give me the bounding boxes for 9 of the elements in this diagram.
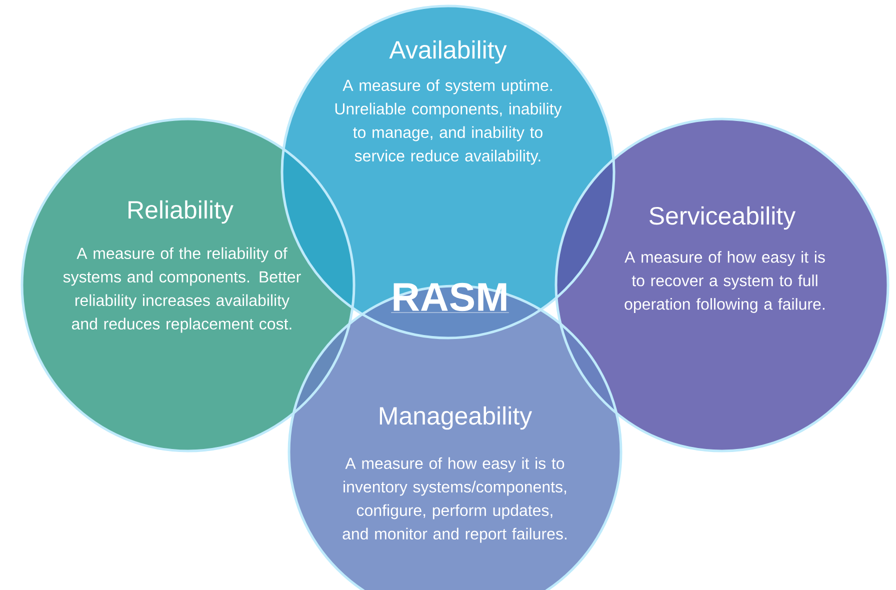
circle-heading: Reliability — [128, 200, 234, 224]
circle-description: A measure of the reliability of systems and components. Better reliability increases availability and reduces replacement cost. — [63, 247, 301, 333]
circle-description: A measure of how easy it is to recover a system to full operation following a failure. — [624, 251, 825, 313]
circle-description: A measure of how easy it is to inventory systems/components, configure, perform updates, and monitor and report failures. — [342, 457, 566, 543]
circle-description: A measure of system uptime. Unreliable components, inability to manage, and inability to service reduce availability. — [335, 79, 562, 165]
title: RASM — [390, 282, 510, 313]
circle-heading: Serviceability — [650, 206, 796, 230]
circle-heading: Availability — [389, 40, 507, 64]
circle-heading: Manageability — [380, 406, 532, 430]
